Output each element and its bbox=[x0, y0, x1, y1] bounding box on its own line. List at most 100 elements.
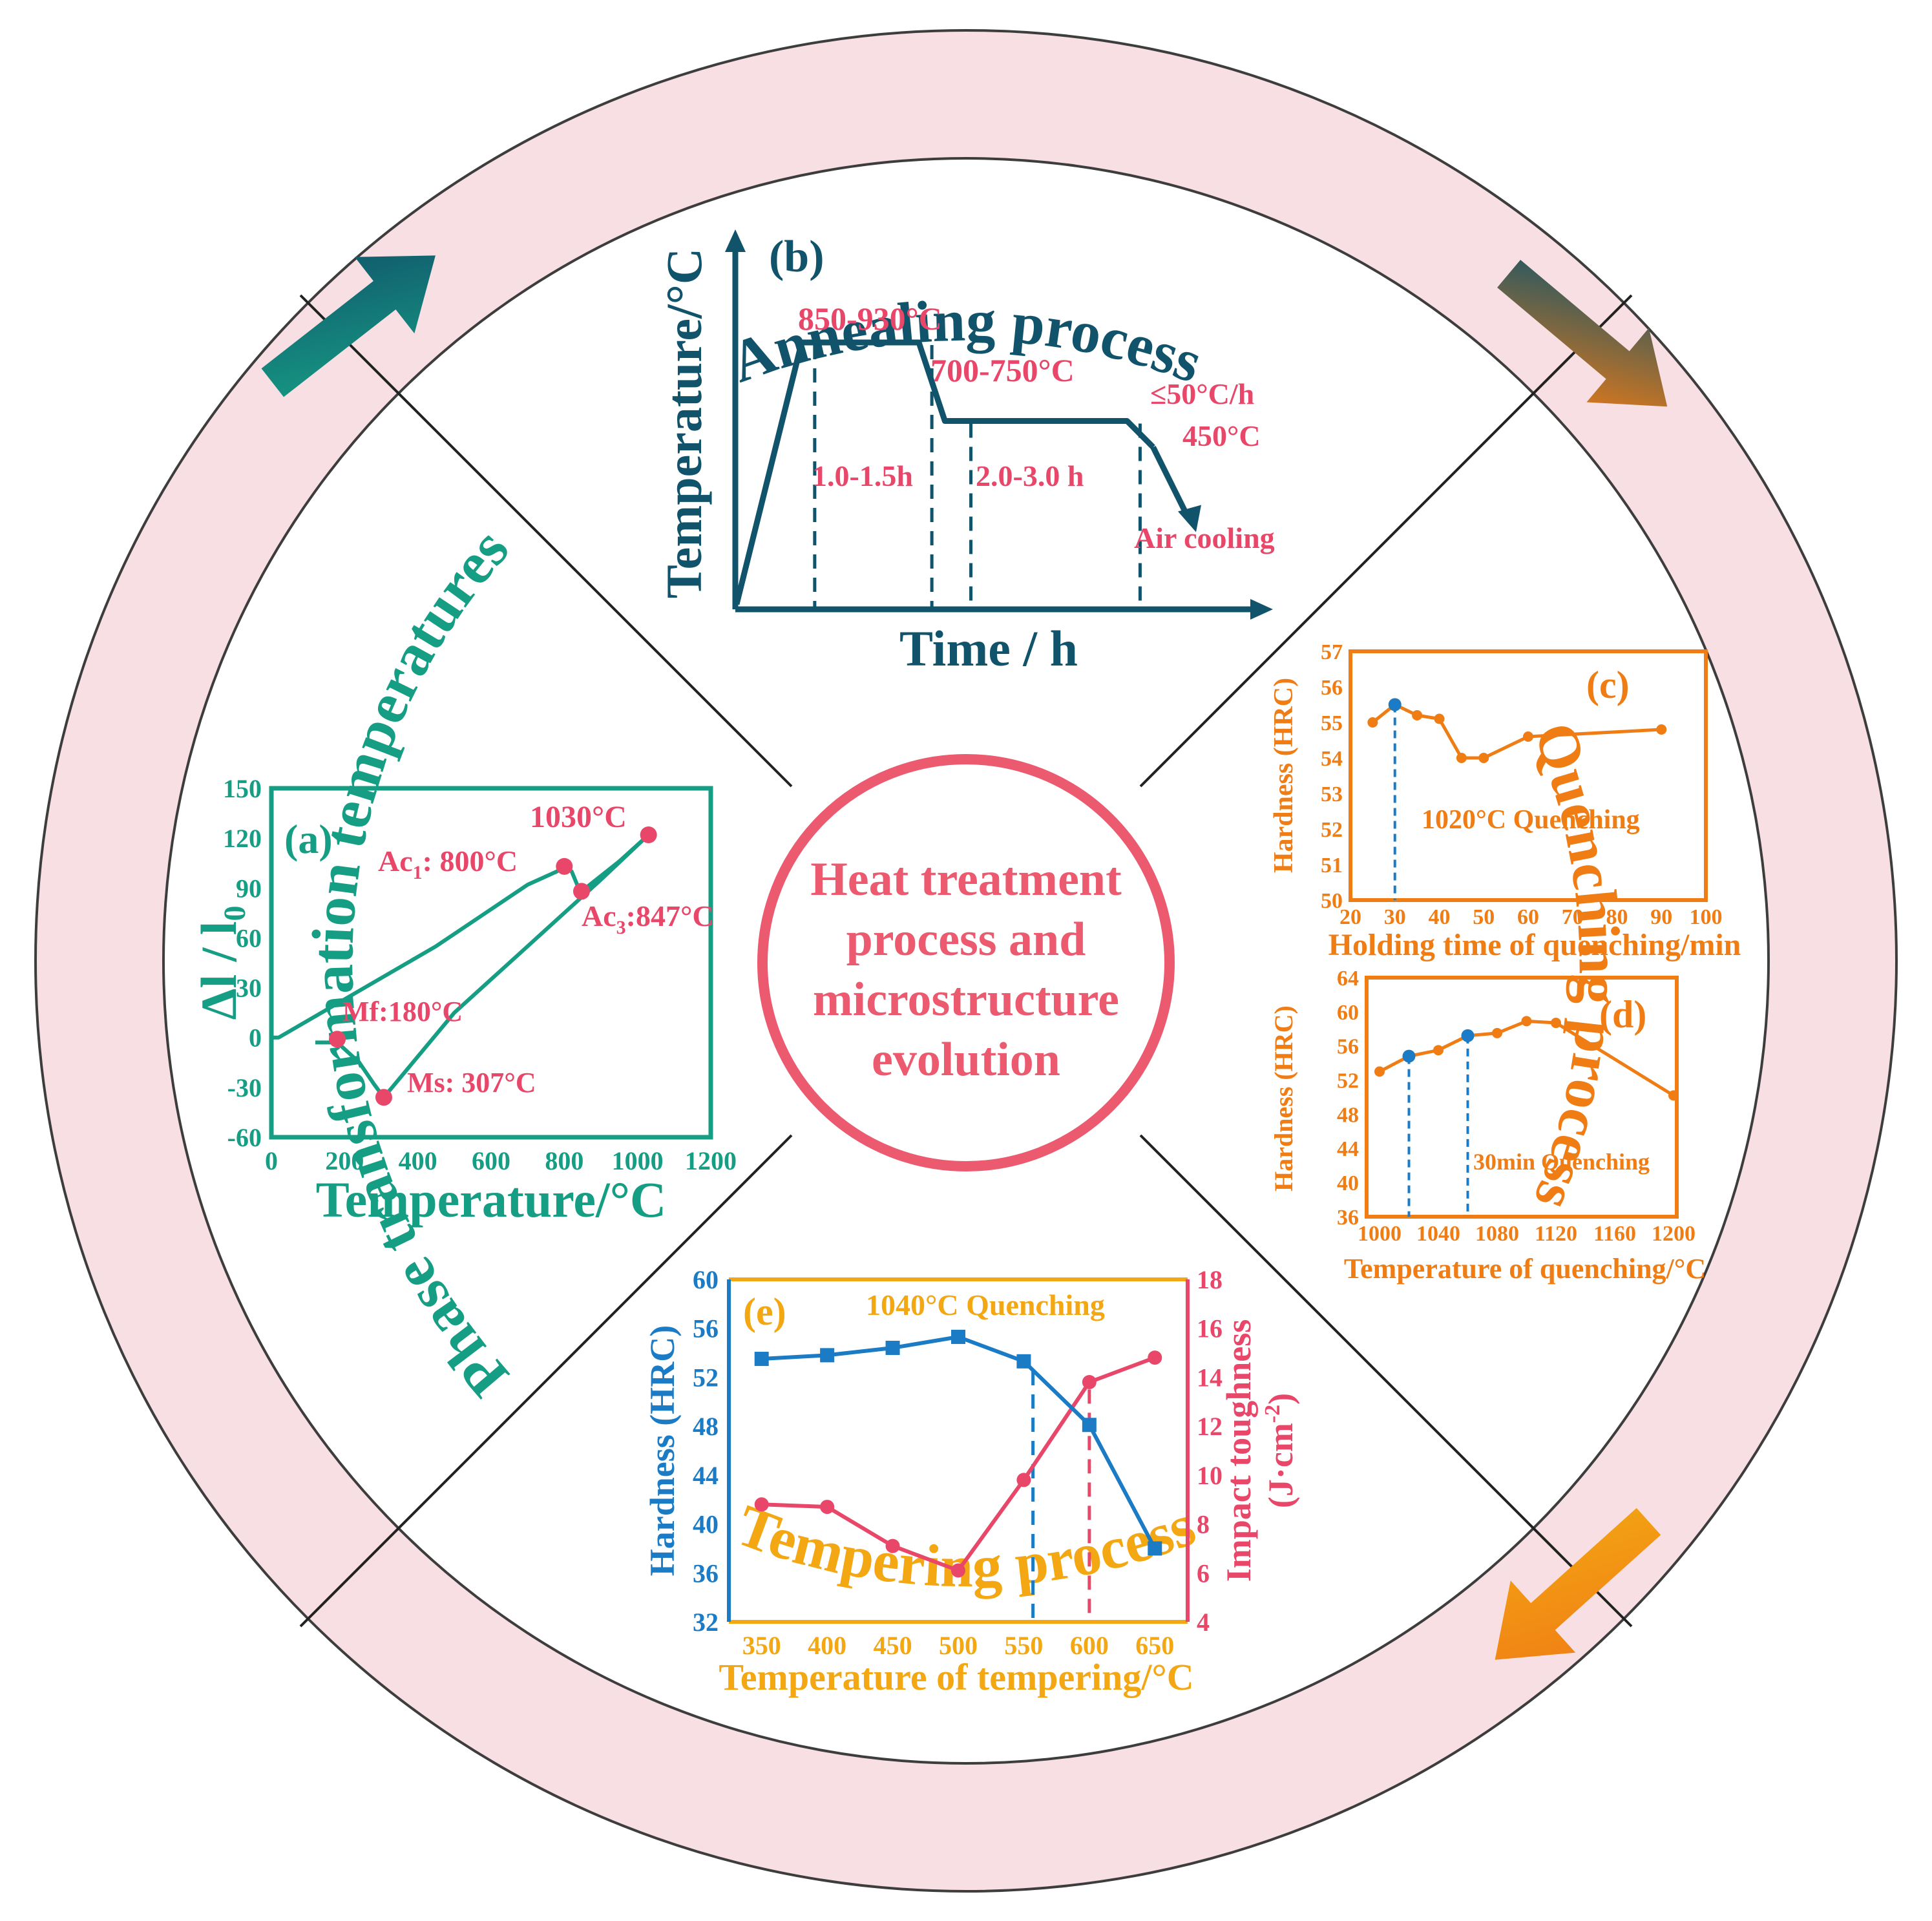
panel-c-x-tick: 70 bbox=[1562, 905, 1584, 929]
panel-d-marks bbox=[1374, 1016, 1679, 1217]
panel-d-y-tick: 40 bbox=[1337, 1171, 1359, 1195]
panel-c-tag: (c) bbox=[1586, 664, 1630, 706]
panel-e-right-y-tick: 14 bbox=[1197, 1363, 1223, 1392]
panel-c-x-tick: 100 bbox=[1690, 905, 1723, 929]
panel-d-point bbox=[1492, 1027, 1502, 1038]
panel-c-point bbox=[1456, 753, 1467, 763]
panel-c-highlight-point bbox=[1388, 698, 1402, 711]
panel-b-h1: 1.0-1.5h bbox=[812, 459, 913, 492]
panel-d-y-tick: 64 bbox=[1337, 967, 1359, 991]
panel-a-x-tick: 400 bbox=[399, 1146, 437, 1175]
panel-d-point bbox=[1551, 1018, 1561, 1029]
panel-d-x-tick: 1200 bbox=[1652, 1222, 1696, 1246]
panel-d-ylabel: Hardness (HRC) bbox=[1269, 1005, 1298, 1191]
panel-a-ac3: Ac3:847°C bbox=[582, 899, 714, 938]
panel-c-x-tick: 60 bbox=[1517, 905, 1539, 929]
panel-d-x-tick: 1120 bbox=[1535, 1222, 1577, 1246]
panel-c-y-tick: 50 bbox=[1321, 889, 1343, 913]
panel-e-x-tick: 650 bbox=[1135, 1631, 1174, 1660]
panel-d-tag: (d) bbox=[1599, 993, 1646, 1036]
panel-a-xlabel: Temperature/°C bbox=[316, 1171, 666, 1228]
panel-a-ac1: Ac1: 800°C bbox=[378, 845, 518, 883]
center-line-2: process and bbox=[846, 913, 1086, 966]
panel-e-left-y-tick: 52 bbox=[693, 1363, 719, 1392]
panel-e-x-tick: 350 bbox=[742, 1631, 781, 1660]
panel-a-x-tick: 200 bbox=[325, 1146, 364, 1175]
panel-a-y-tick: 150 bbox=[223, 774, 262, 803]
panel-a-marker bbox=[375, 1089, 392, 1106]
panel-c-x-tick: 50 bbox=[1473, 905, 1495, 929]
panel-b-t2: 700-750°C bbox=[930, 352, 1075, 388]
panel-b-ylabel: Temperature/°C bbox=[656, 248, 712, 598]
quadrant-dividers bbox=[299, 294, 1633, 1628]
center-line-4: evolution bbox=[872, 1033, 1060, 1086]
panel-b-cooling-line bbox=[1150, 445, 1192, 520]
panel-c-marks bbox=[1367, 698, 1667, 900]
panel-a-y-tick: 30 bbox=[236, 974, 262, 1003]
panel-a-marker bbox=[572, 883, 590, 900]
panel-e-left-y-tick: 44 bbox=[693, 1461, 719, 1490]
panel-c-x-tick: 20 bbox=[1339, 905, 1361, 929]
panel-c-note: 1020°C Quenching bbox=[1422, 805, 1640, 835]
panel-a-x-tick: 0 bbox=[265, 1146, 278, 1175]
panel-d-x-tick: 1160 bbox=[1593, 1222, 1636, 1246]
panel-d-x-tick: 1000 bbox=[1358, 1222, 1402, 1246]
panel-a-marker bbox=[556, 857, 573, 875]
panel-c-y-tick: 56 bbox=[1321, 676, 1343, 700]
panel-a-y-tick: -30 bbox=[227, 1073, 262, 1102]
panel-c-point bbox=[1434, 713, 1445, 724]
panel-b-t1: 850-930°C bbox=[798, 300, 942, 337]
panel-c-xlabel: Holding time of quenching/min bbox=[1328, 928, 1741, 962]
panel-c-y-tick: 53 bbox=[1321, 782, 1343, 806]
panel-c-point bbox=[1656, 724, 1667, 735]
panel-d-xlabel: Temperature of quenching/°C bbox=[1344, 1253, 1706, 1285]
arrow-navy-orange-icon bbox=[1497, 260, 1668, 407]
panel-d-y-tick: 48 bbox=[1337, 1103, 1359, 1127]
panel-a-1030: 1030°C bbox=[530, 800, 627, 834]
panel-e-left-y-tick: 60 bbox=[693, 1265, 719, 1294]
panel-e-left-y-tick: 32 bbox=[693, 1608, 719, 1637]
panel-e-left-y-tick: 56 bbox=[693, 1314, 719, 1343]
panel-e-toughness-point bbox=[951, 1563, 965, 1578]
panel-e-xlabel: Temperature of tempering/°C bbox=[719, 1656, 1193, 1698]
panel-c-ylabel: Hardness (HRC) bbox=[1269, 678, 1299, 873]
panel-e-x-tick: 500 bbox=[939, 1631, 978, 1660]
panel-c-y-tick: 54 bbox=[1321, 747, 1343, 771]
panel-c-y-tick: 57 bbox=[1321, 640, 1343, 664]
panel-c-y-tick: 52 bbox=[1321, 818, 1343, 842]
panel-c-x-tick: 40 bbox=[1429, 905, 1451, 929]
panel-a-marker bbox=[329, 1031, 346, 1048]
panel-e-left-y-tick: 40 bbox=[693, 1510, 719, 1539]
panel-c-x-tick: 80 bbox=[1606, 905, 1628, 929]
center-line-1: Heat treatment bbox=[810, 853, 1122, 906]
panel-e-right-y-tick: 8 bbox=[1197, 1510, 1210, 1539]
panel-d-y-tick: 52 bbox=[1337, 1069, 1359, 1093]
panel-d-highlight-point bbox=[1402, 1049, 1416, 1063]
panel-d-point bbox=[1433, 1045, 1444, 1056]
panel-e-x-tick: 450 bbox=[874, 1631, 912, 1660]
panel-b-rate: ≤50°C/h bbox=[1150, 377, 1254, 410]
panel-c-x-tick: 90 bbox=[1650, 905, 1672, 929]
panel-d-y-tick: 60 bbox=[1337, 1001, 1359, 1025]
panel-e-right-y-tick: 12 bbox=[1197, 1412, 1223, 1441]
panel-c-point bbox=[1523, 731, 1533, 742]
panel-e-right-y-tick: 6 bbox=[1197, 1559, 1210, 1588]
panel-a-x-tick: 1200 bbox=[685, 1146, 737, 1175]
panel-d-point bbox=[1374, 1066, 1385, 1077]
panel-e-ylabel-left: Hardness (HRC) bbox=[643, 1325, 682, 1577]
panel-e-hardness-point bbox=[951, 1329, 965, 1344]
panel-e-hardness-point bbox=[1016, 1354, 1031, 1369]
panel-b-tag: (b) bbox=[769, 232, 824, 282]
panel-d-x-tick: 1040 bbox=[1416, 1222, 1460, 1246]
panel-d-y-tick: 36 bbox=[1337, 1206, 1359, 1230]
center-line-3: microstructure bbox=[813, 973, 1119, 1026]
panel-d-highlight-point bbox=[1461, 1029, 1475, 1042]
panel-e-right-y-tick: 4 bbox=[1197, 1608, 1210, 1637]
panel-c-y-tick: 55 bbox=[1321, 711, 1343, 735]
